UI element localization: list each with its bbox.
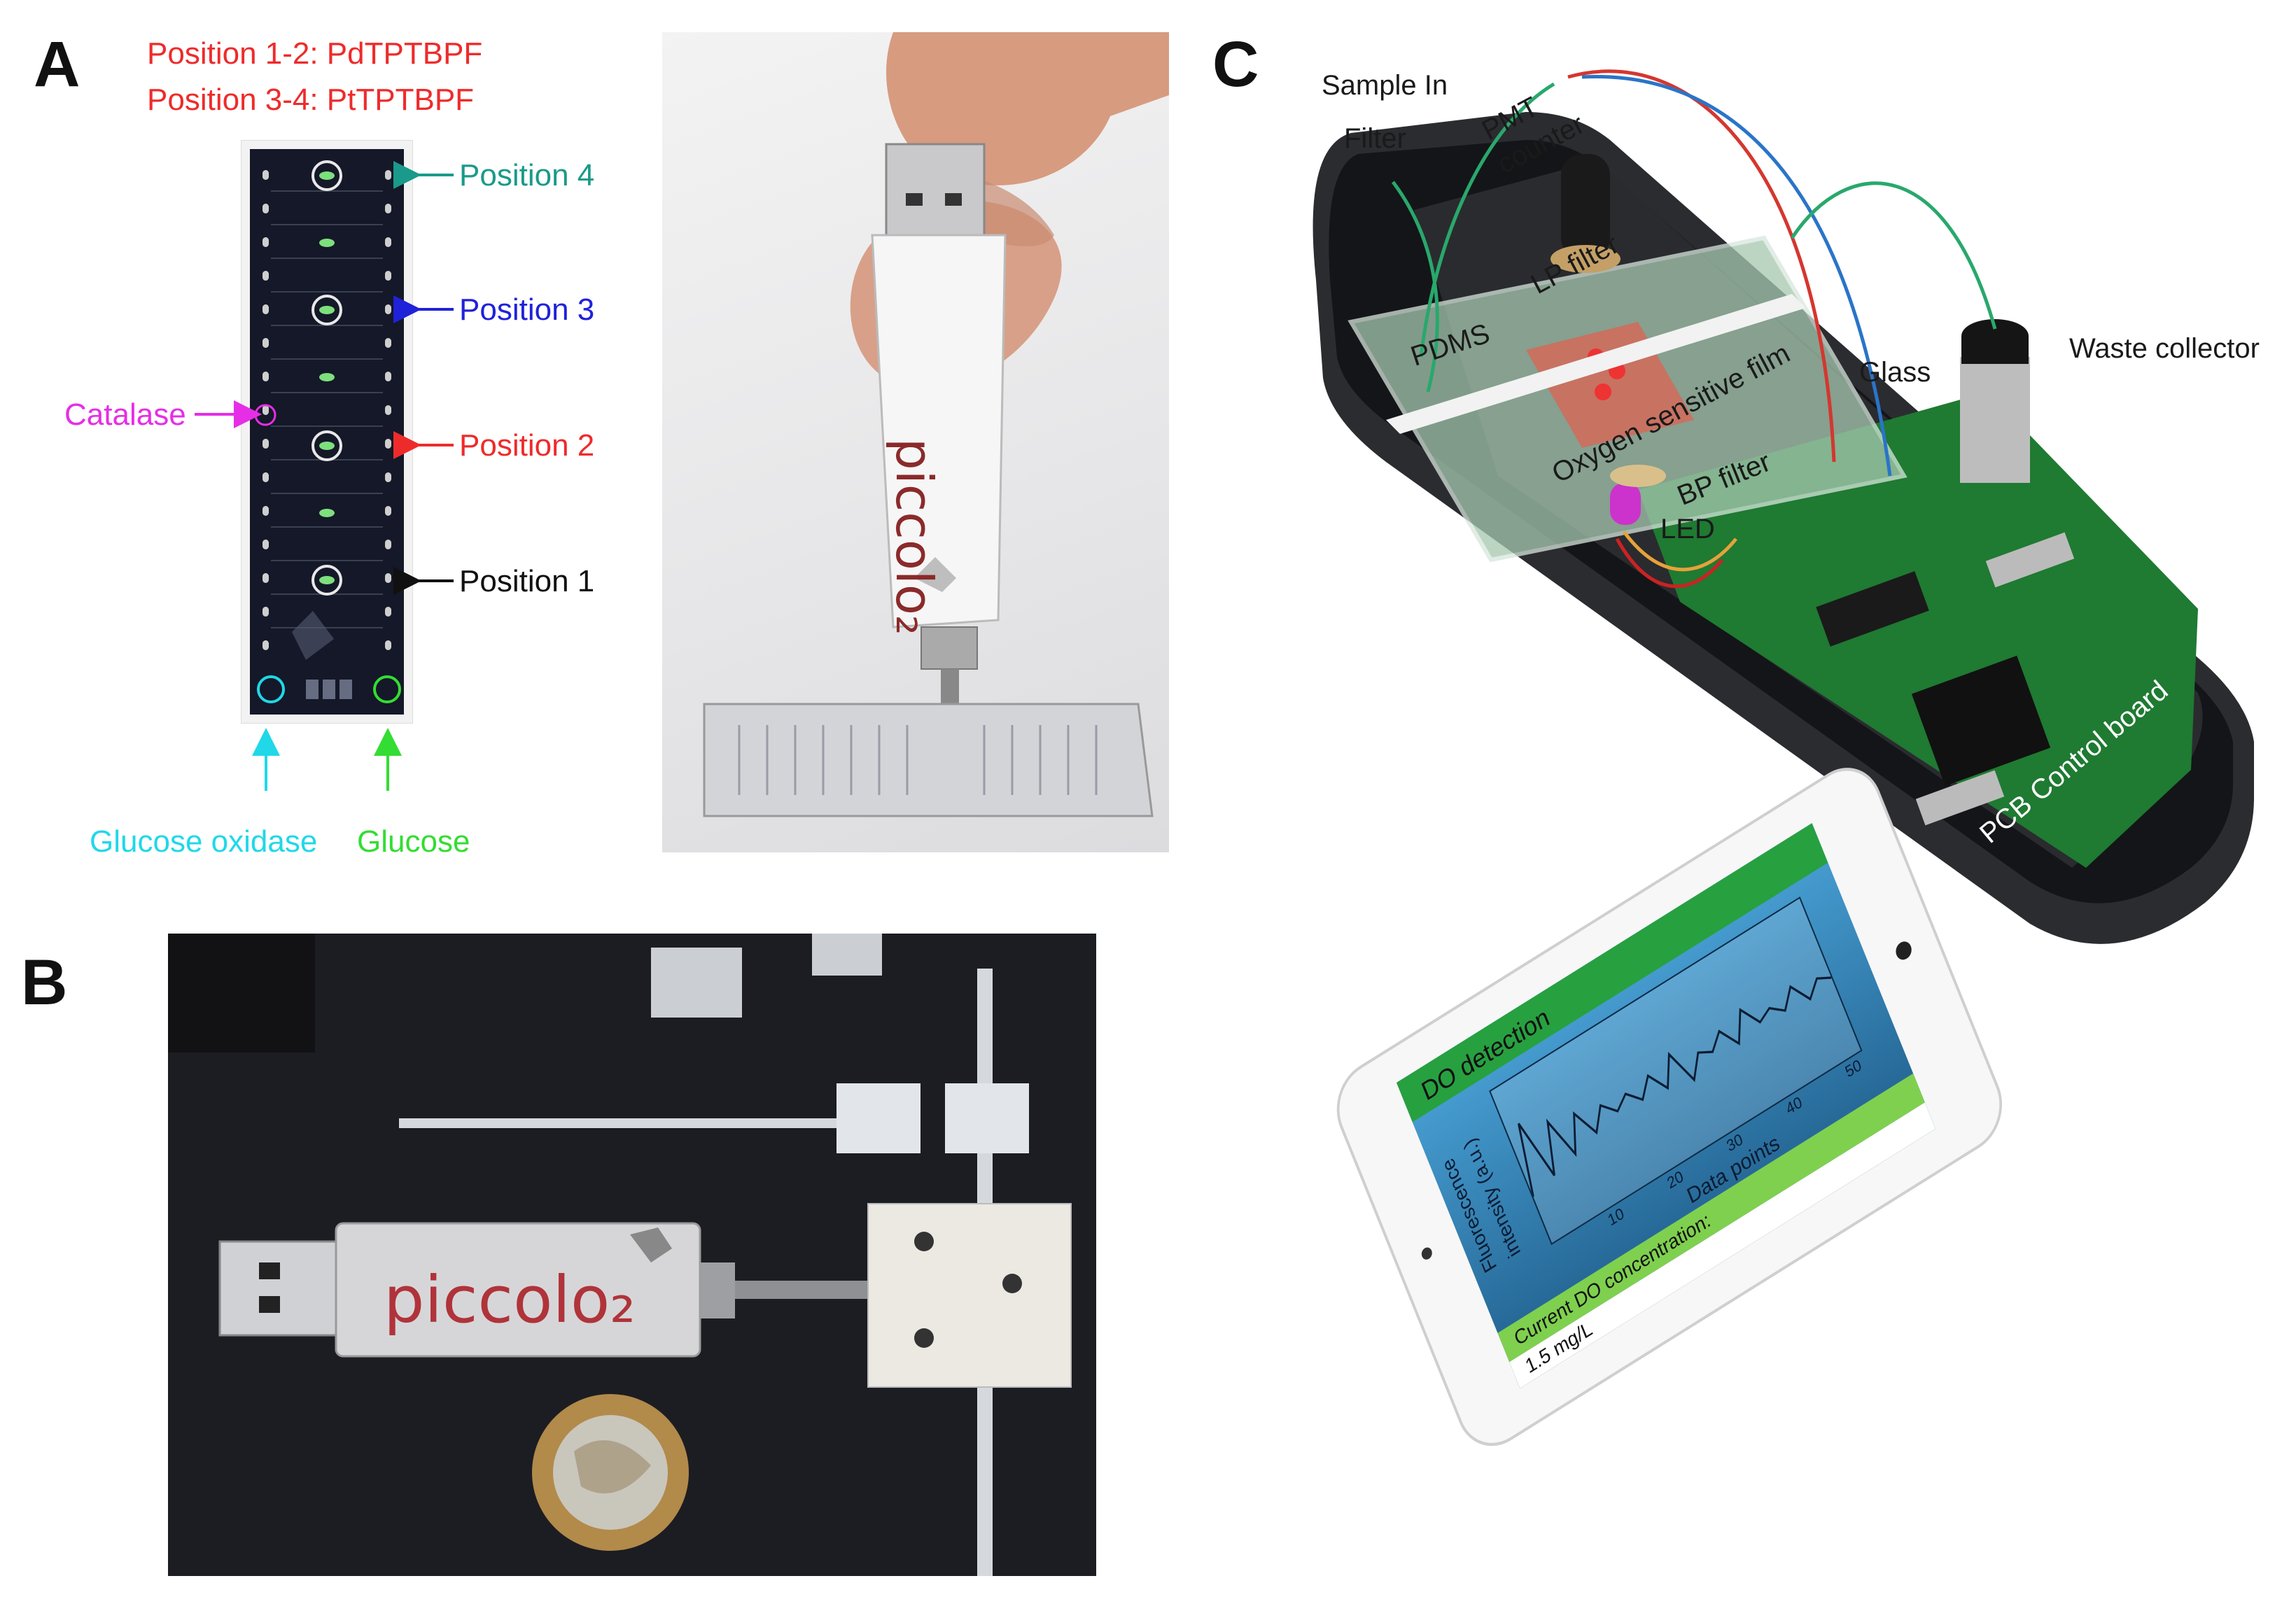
label-filter: Filter bbox=[1344, 123, 1406, 154]
dye-line-2: Position 3-4: PtTPTBPF bbox=[147, 83, 475, 117]
label-glass: Glass bbox=[1859, 357, 1931, 388]
photo-hand-sensor: piccolo₂ bbox=[662, 32, 1169, 852]
panel-a-arrows bbox=[195, 161, 454, 791]
label-waste-collector: Waste collector bbox=[2069, 333, 2260, 364]
label-glucose: Glucose bbox=[357, 824, 470, 859]
label-glucose-oxidase: Glucose oxidase bbox=[90, 824, 318, 859]
panel-a-letter: A bbox=[34, 29, 80, 100]
hand-sensor-illustration bbox=[703, 32, 1169, 817]
panel-c-letter: C bbox=[1212, 29, 1259, 100]
label-position-4: Position 4 bbox=[459, 158, 595, 192]
device-setup-illustration bbox=[168, 934, 1072, 1576]
label-sample-in: Sample In bbox=[1322, 70, 1448, 101]
smartphone: DO detection Fluorescence intensity (a.u… bbox=[1324, 751, 2015, 1463]
phone-screen: DO detection Fluorescence intensity (a.u… bbox=[1396, 823, 1936, 1388]
label-catalase: Catalase bbox=[64, 398, 186, 432]
photo-device-setup: piccolo₂ bbox=[168, 934, 1096, 1576]
chip-body bbox=[250, 149, 404, 715]
label-position-1: Position 1 bbox=[459, 564, 595, 598]
chip-channels bbox=[254, 160, 401, 703]
screen-plot-area bbox=[1489, 896, 1863, 1246]
device-housing-illustration bbox=[1312, 69, 2254, 944]
label-led: LED bbox=[1660, 514, 1715, 544]
label-position-2: Position 2 bbox=[459, 428, 595, 463]
screen-signal-trace bbox=[1518, 976, 1832, 1197]
usb-brand-horizontal: piccolo₂ bbox=[384, 1262, 636, 1337]
label-position-3: Position 3 bbox=[459, 293, 595, 327]
dye-line-1: Position 1-2: PdTPTBPF bbox=[147, 36, 483, 71]
usb-brand-vertical: piccolo₂ bbox=[885, 438, 944, 635]
panel-b-letter: B bbox=[21, 947, 68, 1018]
